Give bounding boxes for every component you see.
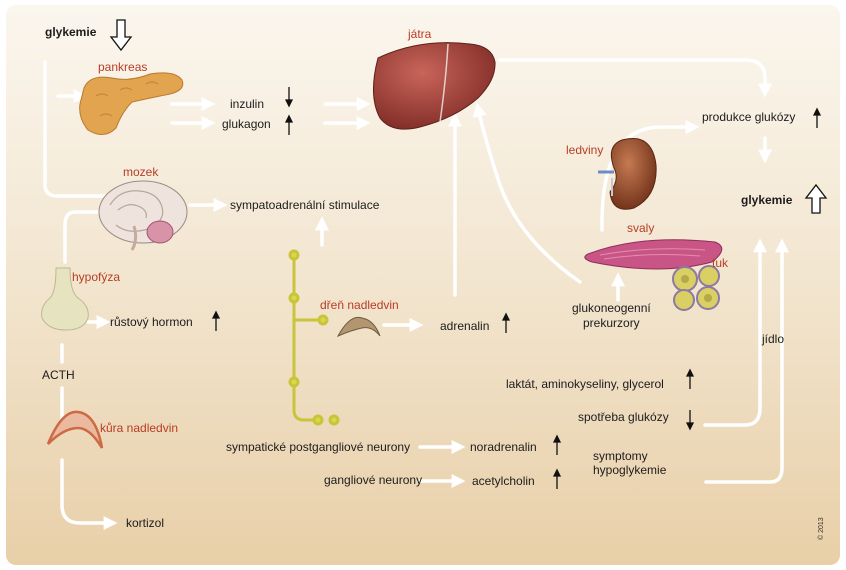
neuron-chain-icon [288,249,340,426]
adrenal-cortex-icon [46,410,104,449]
muscle-icon [584,239,723,270]
label-pankreas: pankreas [98,60,148,74]
brain-icon [98,180,188,251]
label-gangliove: gangliové neurony [324,473,423,487]
copyright-text: © 2013 [818,517,825,540]
glykemie-down-big-icon [109,19,133,52]
arrow-mozek-hypofyza [63,210,102,264]
label-produkce: produkce glukózy [702,110,796,124]
label-mozek: mozek [123,165,159,179]
label-rustovy: růstový hormon [110,315,193,329]
arrow-kura-kortizol [60,458,118,530]
fat-icon [672,265,720,311]
label-acetylcholin: acetylcholin [472,474,535,488]
flow-arrows [43,58,789,530]
label-dren: dřeň nadledvin [320,298,399,312]
label-kortizol: kortizol [126,516,165,530]
arrow-jidlo-glykemie [704,238,789,484]
label-tuk: tuk [712,256,729,270]
label-glykemie-top: glykemie [45,25,97,39]
label-spotreba: spotřeba glukózy [578,410,669,424]
label-ledviny: ledviny [566,143,604,157]
arrow-spotreba-glykemie [703,238,767,427]
label-gluko2: prekurzory [583,316,640,330]
pancreas-icon [79,72,184,135]
label-adrenalin: adrenalin [440,319,490,333]
label-jidlo: jídlo [762,332,785,346]
label-noradrenalin: noradrenalin [470,440,537,454]
label-inzulin: inzulin [230,97,265,111]
label-jatra: játra [408,27,432,41]
arrow-jatra-produkce [498,58,772,98]
label-acth: ACTH [42,368,75,382]
liver-icon [373,42,496,130]
kidney-icon [598,138,657,210]
small-arrows [211,87,822,489]
label-glukagon: glukagon [222,117,271,131]
label-laktat: laktát, aminokyseliny, glycerol [506,377,664,391]
label-symptomy2: hypoglykemie [593,463,667,477]
glykemie-up-big-icon [804,183,828,214]
adrenal-medulla-icon [336,316,381,338]
label-symptomy1: symptomy [593,449,648,463]
arrow-glykemie-mozek [43,60,114,198]
label-kura: kůra nadledvin [100,421,179,435]
pituitary-icon [41,267,89,331]
label-glykemie-right: glykemie [741,193,793,207]
label-sympaticke: sympatické postgangliové neurony [226,440,411,454]
label-sympato: sympatoadrenální stimulace [230,198,380,212]
label-hypofyza: hypofýza [72,270,121,284]
label-svaly: svaly [627,221,655,235]
label-gluko1: glukoneogenní [572,301,651,315]
arrow-prekurzory-jatra [472,102,582,284]
